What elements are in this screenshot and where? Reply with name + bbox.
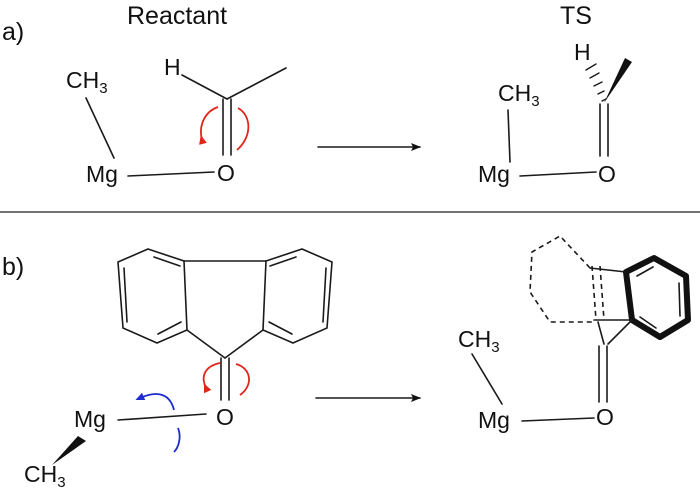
reactant-b-mgch3: Mg CH3 xyxy=(24,392,207,489)
ts-b-dashed-bond-2 xyxy=(599,265,605,321)
mg-rotation-arrow-bottom xyxy=(173,427,181,453)
ts-a-molecule: CH3 Mg O H xyxy=(478,39,632,187)
reactant-a-oxygen: O xyxy=(217,160,235,186)
ts-a-hash-bond xyxy=(585,63,607,102)
ts-a-bond-mg-o xyxy=(519,171,597,177)
ts-a-wedge-bond xyxy=(604,58,632,103)
ts-a-methyl: CH3 xyxy=(498,80,540,110)
ts-b-methyl: CH3 xyxy=(458,326,500,356)
ts-b-mg: Mg xyxy=(478,407,510,433)
rotation-arrow-b-right xyxy=(235,363,250,396)
panel-a: a) Reactant TS CH3 Mg O H CH3 Mg O xyxy=(2,2,632,187)
bond-c-mg xyxy=(85,97,115,159)
reactant-b-bond-mg-o xyxy=(117,413,207,421)
reactant-a-hydrogen: H xyxy=(164,54,181,80)
ts-b-oxygen: O xyxy=(596,404,614,430)
ts-a-oxygen: O xyxy=(598,161,616,187)
bond-mg-o xyxy=(127,171,215,177)
reactant-b-wedge xyxy=(52,436,86,465)
ts-b-dashed-bond-1 xyxy=(591,265,597,321)
ts-b-dashed-ring xyxy=(529,234,592,323)
reactant-b-mg: Mg xyxy=(74,406,106,432)
ts-a-mg: Mg xyxy=(478,161,510,187)
right-benzene-ring xyxy=(262,248,333,344)
left-benzene-ring xyxy=(117,248,188,344)
ts-b-bond-mg-o xyxy=(521,417,595,422)
ts-heading: TS xyxy=(560,2,592,30)
fluorenone-molecule: O xyxy=(117,248,333,430)
ts-b-molecule: O CH3 Mg xyxy=(458,234,691,433)
reactant-heading: Reactant xyxy=(127,2,227,30)
bond-c-h xyxy=(181,74,228,100)
ts-b-bond-c-mg xyxy=(471,353,503,405)
reactant-a-mg: Mg xyxy=(86,161,118,187)
bond-c-methyl xyxy=(226,67,287,100)
fluorenone-oxygen: O xyxy=(216,404,234,430)
ts-a-hydrogen: H xyxy=(574,39,591,65)
rotation-arrow-a-right xyxy=(236,107,250,151)
panel-b-label: b) xyxy=(2,253,24,281)
panel-b: b) O Mg CH3 xyxy=(2,234,691,489)
reactant-a-methyl: CH3 xyxy=(66,67,108,97)
reactant-a-molecule: CH3 Mg O H xyxy=(66,54,287,187)
ts-a-bond-c-mg xyxy=(507,109,511,163)
panel-a-label: a) xyxy=(2,18,24,46)
mg-rotation-arrow-top xyxy=(135,392,175,411)
rotation-arrow-a-left xyxy=(199,106,219,145)
rotation-arrow-b-left xyxy=(202,362,221,394)
reactant-b-methyl: CH3 xyxy=(24,461,66,489)
